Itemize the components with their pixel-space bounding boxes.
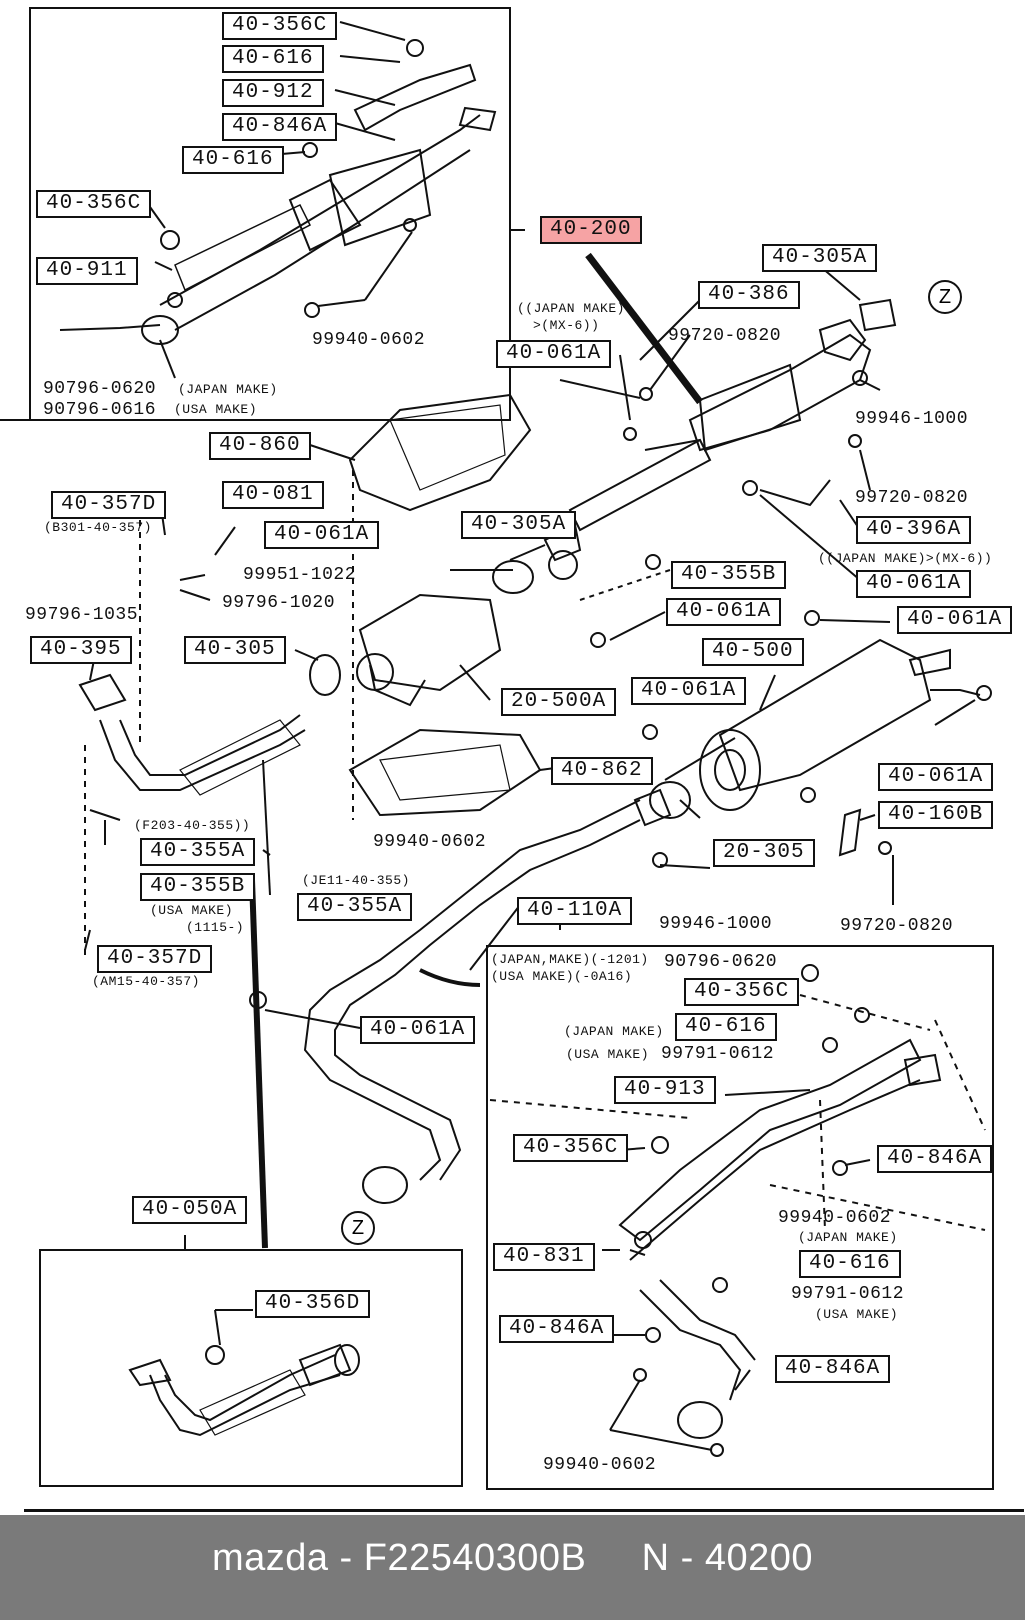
part-label-40-061a-g[interactable]: 40-061A bbox=[878, 763, 994, 791]
note-1115: (1115-) bbox=[186, 920, 245, 935]
part-number-99720-0820-a: 99720-0820 bbox=[668, 326, 782, 346]
part-label-40-061a-d[interactable]: 40-061A bbox=[666, 598, 782, 626]
part-label-40-061a-e[interactable]: 40-061A bbox=[897, 606, 1013, 634]
part-number-99940-0602-inset-b: 99940-0602 bbox=[543, 1455, 657, 1475]
connection-marker-z-top: Z bbox=[928, 280, 962, 314]
part-label-40-050a[interactable]: 40-050A bbox=[132, 1196, 248, 1224]
note-usa-make-a: (USA MAKE) bbox=[174, 402, 258, 417]
part-label-40-061a-f[interactable]: 40-061A bbox=[631, 677, 747, 705]
part-label-40-846a-top[interactable]: 40-846A bbox=[222, 113, 338, 141]
part-number-99940-0602-inset-a: 99940-0602 bbox=[778, 1208, 892, 1228]
caption-bar bbox=[0, 1515, 1025, 1620]
note-usa-make-d: (USA MAKE) bbox=[815, 1307, 899, 1322]
part-number-90796-0620-top: 90796-0620 bbox=[43, 379, 157, 399]
part-label-40-356c-top[interactable]: 40-356C bbox=[222, 12, 338, 40]
note-japan-make-d: (JAPAN MAKE) bbox=[798, 1230, 898, 1245]
note-japan-make-a: (JAPAN MAKE) bbox=[178, 382, 278, 397]
part-number-99791-0612-a: 99791-0612 bbox=[661, 1044, 775, 1064]
note-je11: (JE11-40-355) bbox=[302, 873, 410, 888]
part-number-99720-0820-c: 99720-0820 bbox=[840, 916, 954, 936]
note-japan-make-c: (JAPAN MAKE) bbox=[564, 1024, 664, 1039]
part-number-99946-1000-top: 99946-1000 bbox=[855, 409, 969, 429]
part-label-40-110a[interactable]: 40-110A bbox=[517, 897, 633, 925]
part-label-40-357d-bottom[interactable]: 40-357D bbox=[97, 945, 213, 973]
part-label-40-081[interactable]: 40-081 bbox=[222, 481, 324, 509]
separator-line bbox=[24, 1509, 1024, 1512]
part-label-40-860[interactable]: 40-860 bbox=[209, 432, 311, 460]
part-label-40-200-highlighted[interactable]: 40-200 bbox=[540, 216, 642, 244]
part-number-99796-1020: 99796-1020 bbox=[222, 593, 336, 613]
part-label-40-355a-mid[interactable]: 40-355A bbox=[297, 893, 413, 921]
part-label-40-356c-inset[interactable]: 40-356C bbox=[684, 978, 800, 1006]
part-label-40-395[interactable]: 40-395 bbox=[30, 636, 132, 664]
part-number-99940-0602-mid: 99940-0602 bbox=[373, 832, 487, 852]
part-label-40-355b-left[interactable]: 40-355B bbox=[140, 873, 256, 901]
note-japan-make-b: ((JAPAN MAKE) bbox=[517, 301, 625, 316]
part-label-40-500[interactable]: 40-500 bbox=[702, 638, 804, 666]
part-number-90796-0620-inset: 90796-0620 bbox=[664, 952, 778, 972]
part-number-99796-1035: 99796-1035 bbox=[25, 605, 139, 625]
part-label-40-616-inset[interactable]: 40-616 bbox=[675, 1013, 777, 1041]
part-number-99951-1022: 99951-1022 bbox=[243, 565, 357, 585]
part-number-99946-1000-bottom: 99946-1000 bbox=[659, 914, 773, 934]
note-japan-1201: (JAPAN,MAKE)(-1201) bbox=[491, 952, 649, 967]
exhaust-parts-diagram: 40-356C 40-616 40-912 40-846A 40-616 40-… bbox=[0, 7, 1013, 1490]
part-number-99791-0612-b: 99791-0612 bbox=[791, 1284, 905, 1304]
part-label-20-305[interactable]: 20-305 bbox=[713, 839, 815, 867]
part-label-40-305a-mid[interactable]: 40-305A bbox=[461, 511, 577, 539]
part-label-40-846a-inset-a[interactable]: 40-846A bbox=[877, 1145, 993, 1173]
part-caption: mazda - F22540300B N - 40200 bbox=[211, 1537, 814, 1579]
part-label-40-061a-h[interactable]: 40-061A bbox=[360, 1016, 476, 1044]
note-japan-mx6: ((JAPAN MAKE)>(MX-6)) bbox=[818, 551, 993, 566]
part-number-90796-0616: 90796-0616 bbox=[43, 400, 157, 420]
part-number-99940-0602-top: 99940-0602 bbox=[312, 330, 426, 350]
part-label-40-061a-c[interactable]: 40-061A bbox=[856, 570, 972, 598]
part-label-40-356c-left[interactable]: 40-356C bbox=[36, 190, 152, 218]
part-label-40-911[interactable]: 40-911 bbox=[36, 257, 138, 285]
part-label-40-846a-inset-b[interactable]: 40-846A bbox=[499, 1315, 615, 1343]
part-label-40-160b[interactable]: 40-160B bbox=[878, 801, 994, 829]
note-usa-make-c: (USA MAKE) bbox=[566, 1047, 650, 1062]
part-label-40-355a-left[interactable]: 40-355A bbox=[140, 838, 256, 866]
part-label-40-061a-a[interactable]: 40-061A bbox=[496, 340, 612, 368]
note-usa-make-b: (USA MAKE) bbox=[150, 903, 234, 918]
note-usa-0a16: (USA MAKE)(-0A16) bbox=[491, 969, 633, 984]
part-label-40-305[interactable]: 40-305 bbox=[184, 636, 286, 664]
part-label-40-357d-top[interactable]: 40-357D bbox=[51, 491, 167, 519]
note-mx6-a: >(MX-6)) bbox=[533, 318, 600, 333]
part-label-40-061a-b[interactable]: 40-061A bbox=[264, 521, 380, 549]
diagram-artwork bbox=[0, 7, 994, 1490]
part-label-40-356d[interactable]: 40-356D bbox=[255, 1290, 371, 1318]
part-label-40-305a-top[interactable]: 40-305A bbox=[762, 244, 878, 272]
part-label-40-616-top[interactable]: 40-616 bbox=[222, 45, 324, 73]
part-label-40-356c-inset-b[interactable]: 40-356C bbox=[513, 1134, 629, 1162]
part-label-20-500a[interactable]: 20-500A bbox=[501, 688, 617, 716]
part-label-40-355b-right[interactable]: 40-355B bbox=[671, 561, 787, 589]
connection-marker-z-bottom: Z bbox=[341, 1211, 375, 1245]
part-label-40-846a-inset-c[interactable]: 40-846A bbox=[775, 1355, 891, 1383]
part-label-40-831[interactable]: 40-831 bbox=[493, 1243, 595, 1271]
part-label-40-396a[interactable]: 40-396A bbox=[856, 516, 972, 544]
note-b301: (B301-40-357) bbox=[44, 520, 152, 535]
part-label-40-616-inset-b[interactable]: 40-616 bbox=[799, 1250, 901, 1278]
part-label-40-616-mid[interactable]: 40-616 bbox=[182, 146, 284, 174]
part-label-40-913[interactable]: 40-913 bbox=[614, 1076, 716, 1104]
note-am15: (AM15-40-357) bbox=[92, 974, 200, 989]
part-number-99720-0820-b: 99720-0820 bbox=[855, 488, 969, 508]
part-label-40-862[interactable]: 40-862 bbox=[551, 757, 653, 785]
note-f203: (F203-40-355)) bbox=[134, 818, 251, 833]
part-label-40-386[interactable]: 40-386 bbox=[698, 281, 800, 309]
part-label-40-912[interactable]: 40-912 bbox=[222, 79, 324, 107]
